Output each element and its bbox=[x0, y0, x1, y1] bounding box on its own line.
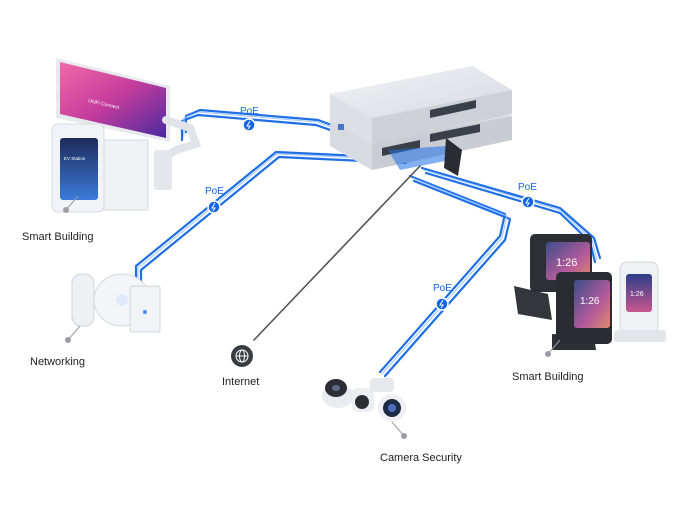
lightning-bolt-icon bbox=[242, 118, 256, 132]
poe-badge-3: PoE bbox=[518, 182, 537, 209]
poe-badge-2: PoE bbox=[205, 186, 224, 214]
poe-label: PoE bbox=[240, 106, 259, 117]
label-networking: Networking bbox=[30, 356, 86, 368]
globe-icon bbox=[231, 345, 253, 367]
cable-camera-security bbox=[378, 174, 512, 378]
leader-lines bbox=[63, 195, 561, 439]
dot-marker-icon bbox=[65, 337, 71, 343]
cable-bundle bbox=[388, 146, 450, 170]
camera-devices bbox=[322, 378, 406, 422]
poe-badge-4: PoE bbox=[433, 283, 452, 311]
lightning-bolt-icon bbox=[435, 297, 449, 311]
networking-devices bbox=[71, 273, 161, 333]
phone-time-1: 1:26 bbox=[556, 257, 577, 269]
label-smart-building-left: Smart Building bbox=[22, 231, 94, 243]
dot-marker-icon bbox=[545, 351, 551, 357]
cables bbox=[134, 108, 602, 378]
label-smart-building-right: Smart Building bbox=[512, 371, 584, 383]
poe-badge-1: PoE bbox=[240, 106, 259, 132]
ev-station-text: EV Station bbox=[64, 156, 86, 161]
lightning-bolt-icon bbox=[207, 200, 221, 214]
label-camera-security: Camera Security bbox=[380, 452, 462, 464]
cable-internet bbox=[253, 165, 421, 341]
switch-cable-connector bbox=[444, 138, 462, 176]
smart-building-left-devices: UniFi Connect EV Station bbox=[51, 58, 202, 213]
poe-label: PoE bbox=[205, 186, 224, 197]
poe-label: PoE bbox=[518, 182, 537, 193]
smart-building-right-devices: 1:26 1:26 1:26 bbox=[514, 234, 666, 350]
phone-time-2: 1:26 bbox=[580, 296, 600, 307]
label-internet: Internet bbox=[222, 376, 260, 388]
network-switch bbox=[330, 66, 512, 176]
dot-marker-icon bbox=[401, 433, 407, 439]
poe-label: PoE bbox=[433, 283, 452, 294]
intercom-time: 1:26 bbox=[630, 291, 644, 298]
cable-smart-building-right bbox=[420, 166, 602, 264]
switch-status-light bbox=[338, 124, 344, 130]
lightning-bolt-icon bbox=[521, 195, 535, 209]
dot-marker-icon bbox=[63, 207, 69, 213]
